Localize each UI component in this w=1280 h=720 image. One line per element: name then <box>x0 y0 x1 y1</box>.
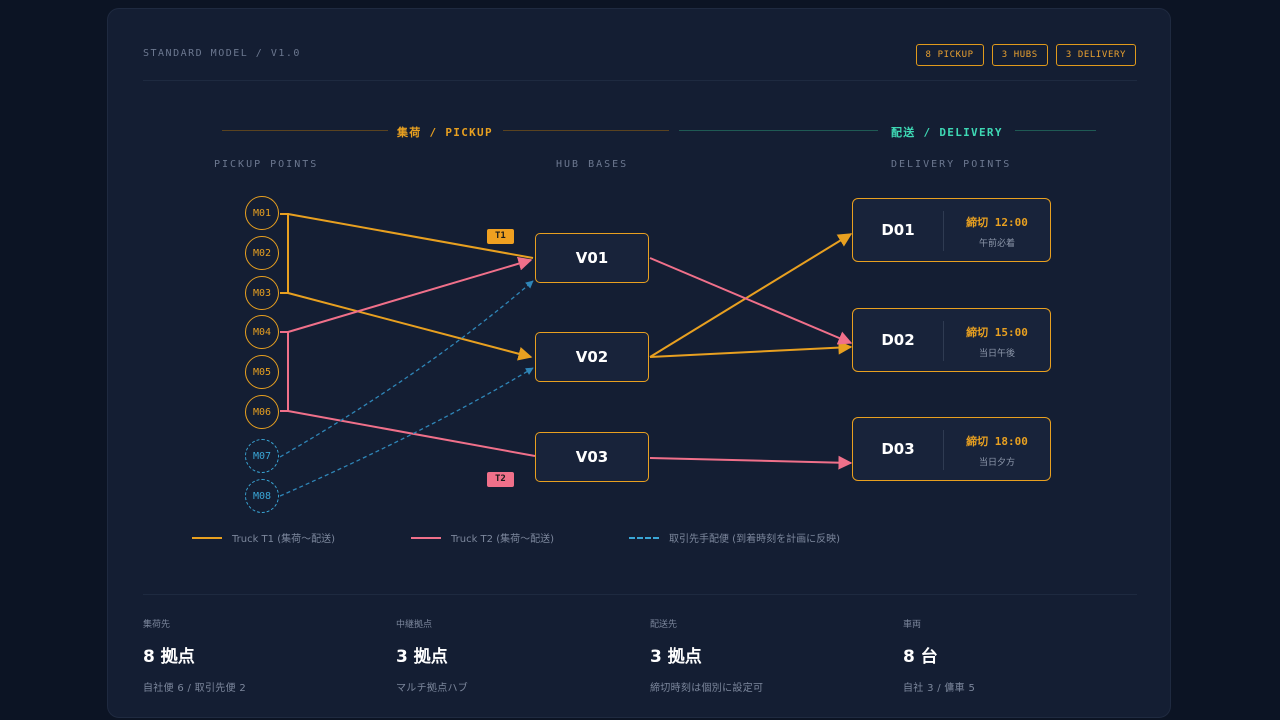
partner-route-m08-v02 <box>279 367 534 497</box>
delivery-node-d03[interactable]: D03 締切 18:00 当日夕方 <box>852 417 1051 481</box>
t2-route-m04-v01 <box>287 256 533 333</box>
stat-label: 中継拠点 <box>396 620 433 630</box>
t2-pickup-bracket <box>280 331 289 412</box>
hub-column-header: HUB BASES <box>556 159 629 170</box>
delivery-node-d02[interactable]: D02 締切 15:00 当日午後 <box>852 308 1051 372</box>
stat-value: 3 拠点 <box>650 647 702 667</box>
delivery-id: D03 <box>881 440 915 458</box>
legend-t2-label: Truck T2 (集荷〜配送) <box>451 534 555 545</box>
legend-t2: Truck T2 (集荷〜配送) <box>411 530 554 545</box>
stat-label: 配送先 <box>650 620 678 630</box>
header-divider <box>143 80 1137 81</box>
delivery-id: D02 <box>881 331 915 349</box>
stat-sub: 自社便 6 / 取引先便 2 <box>143 683 247 694</box>
legend-t1-swatch <box>192 536 222 539</box>
header-badges: 8 PICKUP 3 HUBS 3 DELIVERY <box>915 44 1136 66</box>
stat-label: 集荷先 <box>143 620 171 630</box>
delivery-note: 当日夕方 <box>978 458 1015 468</box>
t1-pickup-bracket <box>280 213 289 294</box>
delivery-rule-right <box>1015 130 1096 131</box>
hubs-count-badge: 3 HUBS <box>991 44 1048 66</box>
truck-tag-t1: T1 <box>487 229 514 244</box>
hub-node-v03[interactable]: V03 <box>535 432 649 482</box>
pickup-rule-right <box>503 130 669 131</box>
legend-partner-label: 取引先手配便 (到着時刻を計画に反映) <box>669 534 840 545</box>
delivery-column-header: DELIVERY POINTS <box>891 159 1012 170</box>
legend-t1: Truck T1 (集荷〜配送) <box>192 530 335 545</box>
t1-route-m01-v01 <box>287 213 534 259</box>
pickup-node-m01[interactable]: M01 <box>245 196 279 230</box>
stats-divider <box>143 594 1137 595</box>
delivery-deadline: 締切 12:00 <box>966 216 1028 229</box>
t1-route-m03-v02 <box>287 292 533 361</box>
pickup-section-title: 集荷 / PICKUP <box>397 126 493 139</box>
model-title: STANDARD MODEL / V1.0 <box>143 48 301 59</box>
pickup-count-badge: 8 PICKUP <box>915 44 984 66</box>
t1-route-v02-d01 <box>649 233 853 358</box>
stat-value: 8 拠点 <box>143 647 195 667</box>
t1-route-v02-d02 <box>649 340 853 358</box>
delivery-note: 午前必着 <box>978 239 1015 249</box>
legend-t1-label: Truck T1 (集荷〜配送) <box>232 534 336 545</box>
pickup-rule-left <box>222 130 388 131</box>
t2-route-v03-d03 <box>649 455 853 470</box>
truck-tag-t2: T2 <box>487 472 514 487</box>
legend-t2-swatch <box>411 536 441 539</box>
stat-hubs: 中継拠点 3 拠点 マルチ拠点ハブ <box>396 617 626 694</box>
partner-route-m07-v01 <box>279 280 534 458</box>
delivery-id: D01 <box>881 221 915 239</box>
stat-sub: 締切時刻は個別に設定可 <box>650 683 764 694</box>
hub-node-v01[interactable]: V01 <box>535 233 649 283</box>
stat-value: 8 台 <box>903 647 938 667</box>
hub-node-v02[interactable]: V02 <box>535 332 649 382</box>
legend-partner-swatch <box>629 536 659 539</box>
delivery-divider <box>943 430 944 470</box>
delivery-node-d01[interactable]: D01 締切 12:00 午前必着 <box>852 198 1051 262</box>
legend-partner: 取引先手配便 (到着時刻を計画に反映) <box>629 530 840 545</box>
delivery-deadline: 締切 15:00 <box>966 326 1028 339</box>
delivery-rule-left <box>679 130 878 131</box>
pickup-node-m02[interactable]: M02 <box>245 236 279 270</box>
delivery-count-badge: 3 DELIVERY <box>1055 44 1136 66</box>
stat-sub: 自社 3 / 傭車 5 <box>903 683 976 694</box>
stat-label: 車両 <box>903 620 922 630</box>
stat-value: 3 拠点 <box>396 647 448 667</box>
delivery-divider <box>943 211 944 251</box>
pickup-node-m04[interactable]: M04 <box>245 315 279 349</box>
pickup-column-header: PICKUP POINTS <box>214 159 319 170</box>
delivery-section-title: 配送 / DELIVERY <box>891 126 1003 139</box>
stat-vehicles: 車両 8 台 自社 3 / 傭車 5 <box>903 617 1133 694</box>
pickup-node-m08[interactable]: M08 <box>245 479 279 513</box>
delivery-deadline: 締切 18:00 <box>966 435 1028 448</box>
pickup-node-m03[interactable]: M03 <box>245 276 279 310</box>
pickup-node-m07[interactable]: M07 <box>245 439 279 473</box>
t2-route-m06-v03 <box>287 410 536 457</box>
stat-delivery: 配送先 3 拠点 締切時刻は個別に設定可 <box>650 617 880 694</box>
pickup-node-m05[interactable]: M05 <box>245 355 279 389</box>
stat-pickup: 集荷先 8 拠点 自社便 6 / 取引先便 2 <box>143 617 373 694</box>
delivery-note: 当日午後 <box>978 349 1015 359</box>
t2-route-v01-d02 <box>649 257 853 345</box>
stat-sub: マルチ拠点ハブ <box>396 683 469 694</box>
delivery-divider <box>943 321 944 361</box>
pickup-node-m06[interactable]: M06 <box>245 395 279 429</box>
